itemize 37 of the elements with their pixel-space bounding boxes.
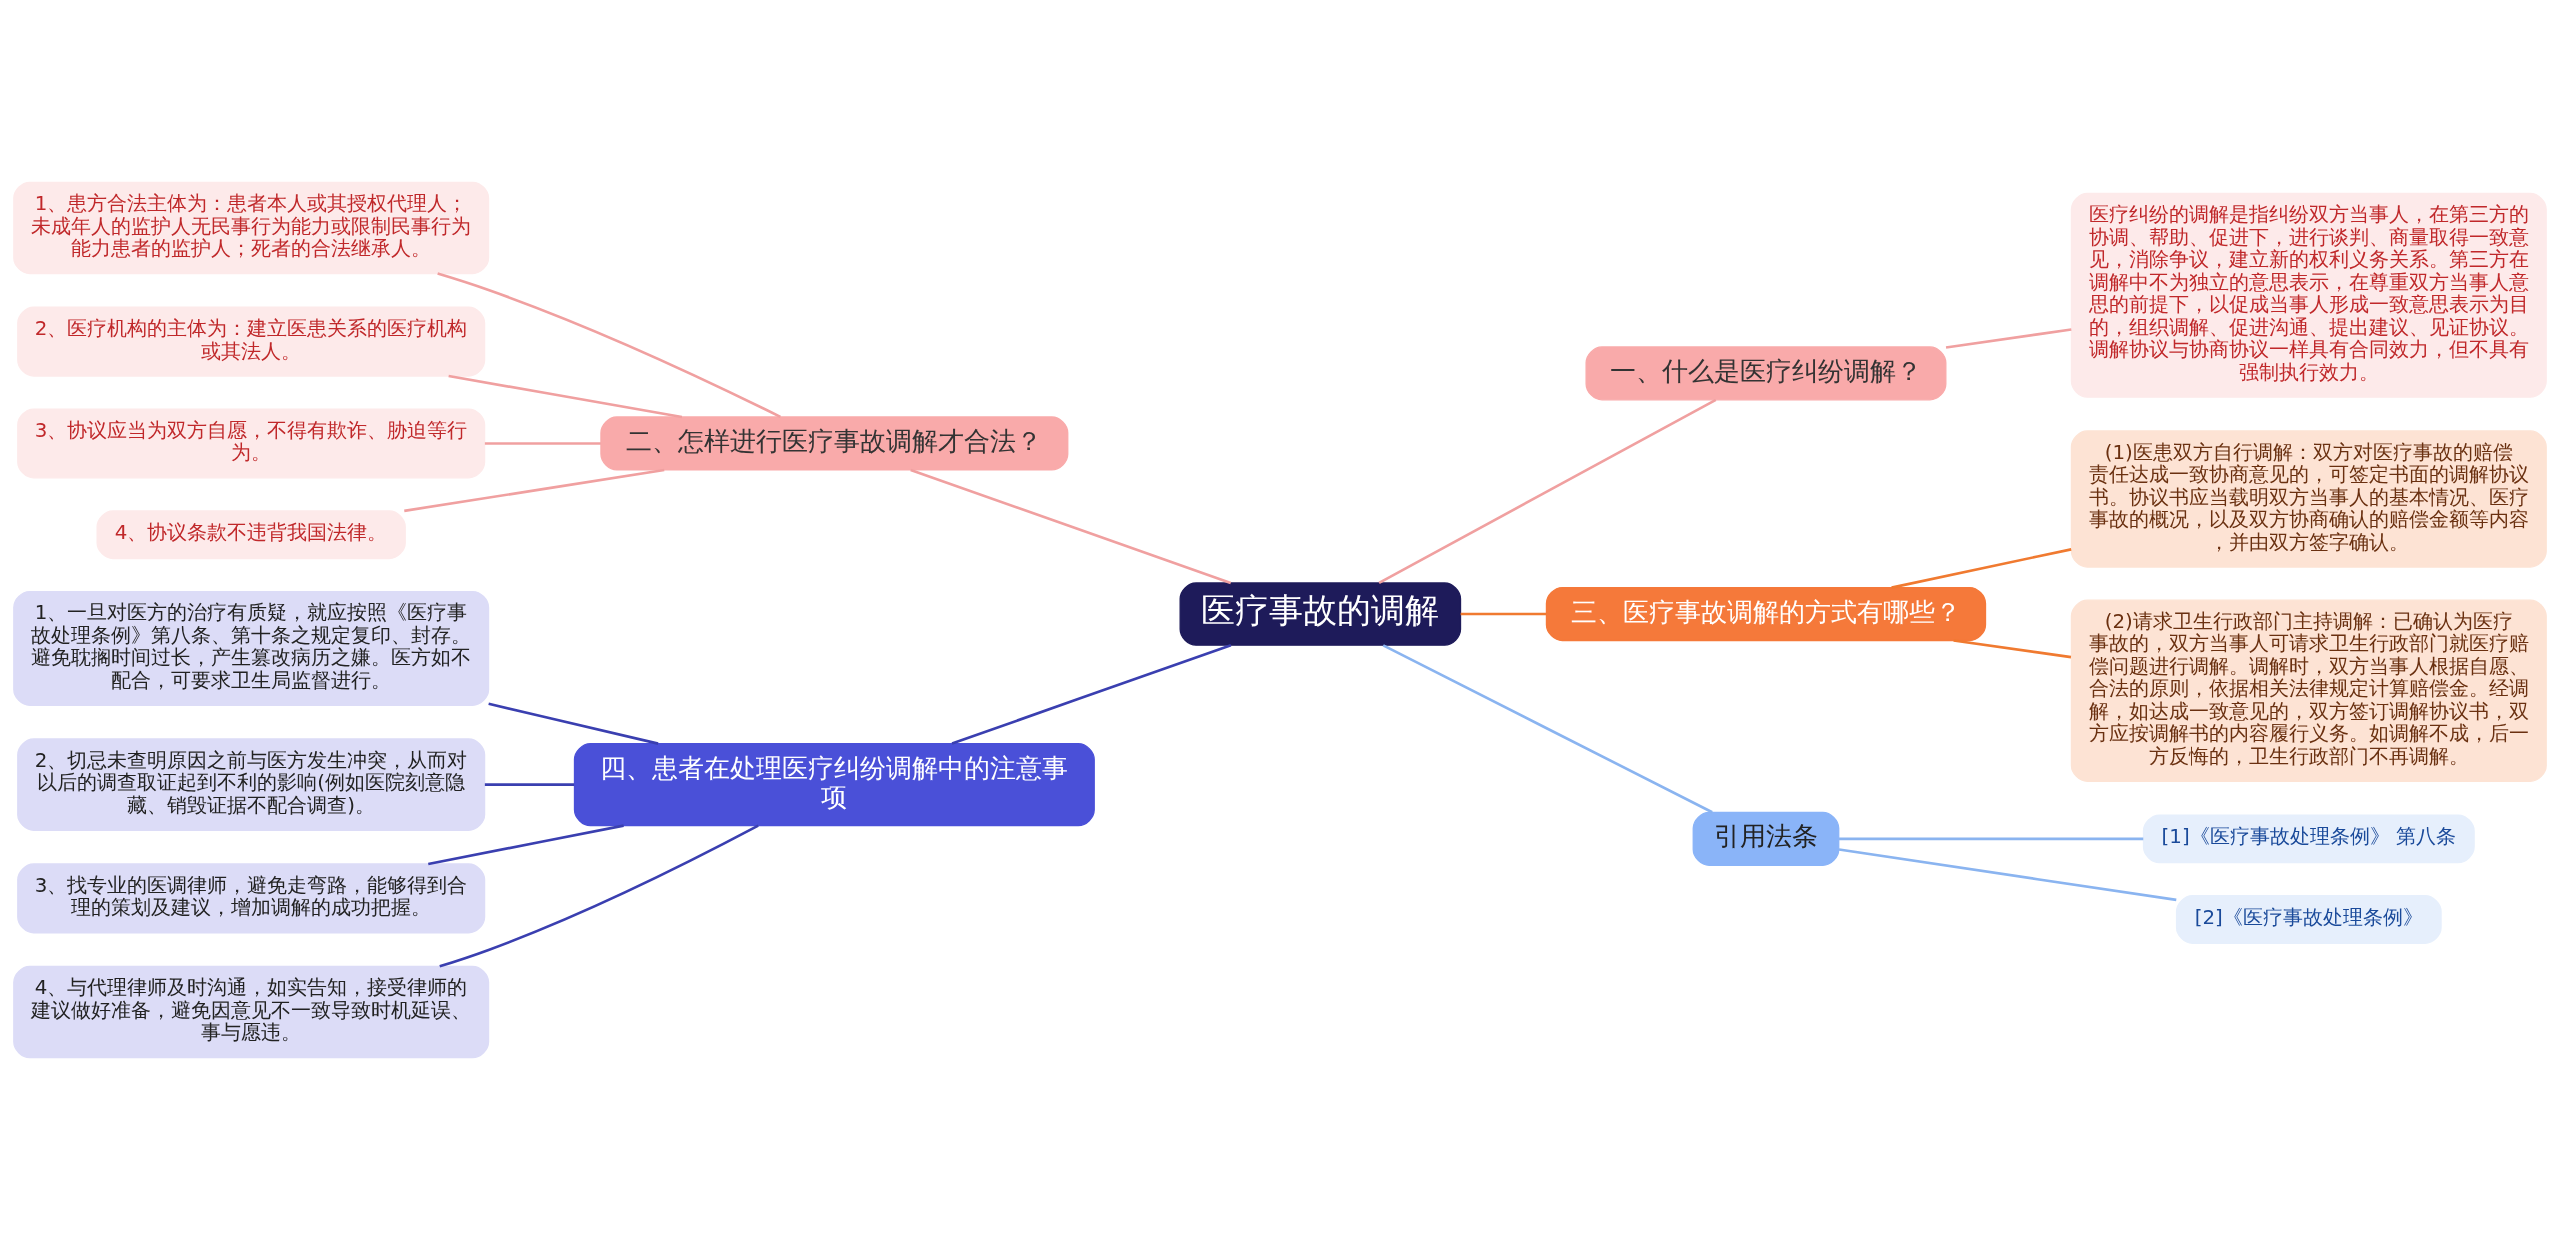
connector	[439, 824, 759, 968]
connector	[951, 643, 1232, 745]
connector	[1945, 327, 2072, 349]
connector	[484, 782, 575, 786]
node-box: [1]《医疗事故处理条例》 第八条	[2142, 813, 2475, 863]
node-box: 2、医疗机构的主体为：建立医患关系的医疗机构或其法人。	[17, 306, 486, 377]
connector	[488, 702, 659, 745]
node-box: 1、一旦对医方的治疗有质疑，就应按照《医疗事故处理条例》第八条、第十条之规定复印、封存。避免耽搁时间过长，产生篡改病历之嫌。医方如不配合，可要求卫生局监督进行。	[13, 590, 490, 706]
connector	[1891, 547, 2072, 589]
connector	[1382, 643, 1713, 813]
node-box: 一、什么是医疗纠纷调解？	[1585, 345, 1947, 400]
connector	[448, 374, 683, 418]
node-box: 4、协议条款不违背我国法律。	[96, 509, 406, 559]
connector	[1378, 398, 1717, 584]
node-box: 2、切忌未查明原因之前与医方发生冲突，从而对以后的调查取证起到不利的影响(例如医院刻意隐藏、销毁证据不配合调查)。	[17, 737, 486, 831]
node-box: 四、患者在处理医疗纠纷调解中的注意事项	[573, 742, 1095, 826]
connector	[1953, 638, 2072, 658]
connector	[428, 823, 624, 865]
connector	[437, 271, 781, 418]
node-box: 引用法条	[1692, 811, 1840, 866]
node-box: 二、怎样进行医疗事故调解才合法？	[600, 415, 1069, 471]
node-box: 医疗纠纷的调解是指纠纷双方当事人，在第三方的协调、帮助、促进下，进行谈判、商量取得一致意见，消除争议，建立新的权利义务关系。第三方在调解中不为独立的意思表示，在尊重双方当事人意思的前提下，以促成当事人形成一致意思表示为目的，组织调解、促进沟通、提出建议、见证协议。调解协议与协商协议一样具有合同效力，但不具有强制执行效力。	[2070, 192, 2547, 398]
node-box: [2]《医疗事故处理条例》	[2175, 894, 2442, 944]
node-box: 3、找专业的医调律师，避免走弯路，能够得到合理的策划及建议，增加调解的成功把握。	[17, 862, 486, 933]
node-box: 三、医疗事故调解的方式有哪些？	[1545, 586, 1987, 641]
node-box: 医疗事故的调解	[1179, 581, 1462, 646]
connector	[1839, 837, 2144, 840]
connector	[1460, 612, 1547, 615]
connector	[484, 441, 601, 445]
connector	[910, 468, 1232, 584]
connector	[1838, 847, 2177, 901]
node-box: 4、与代理律师及时沟通，如实告知，接受律师的建议做好准备，避免因意见不一致导致时机延误、事与愿违。	[13, 965, 490, 1058]
node-box: (1)医患双方自行调解：双方对医疗事故的赔偿责任达成一致协商意见的，可签定书面的调解协议书。协议书应当载明双方当事人的基本情况、医疗事故的概况，以及双方协商确认的赔偿金额等内容，并由双方签字确认。	[2070, 429, 2547, 568]
node-box: 3、协议应当为双方自愿，不得有欺诈、胁迫等行为。	[17, 407, 486, 478]
node-box: 1、患方合法主体为：患者本人或其授权代理人；未成年人的监护人无民事行为能力或限制民事行为能力患者的监护人；死者的合法继承人。	[13, 181, 490, 274]
node-box: (2)请求卫生行政部门主持调解：已确认为医疗事故的，双方当事人可请求卫生行政部门就医疗赔偿问题进行调解。调解时，双方当事人根据自愿、合法的原则，依据相关法律规定计算赔偿金。经调解，如达成一致意见的，双方签订调解协议书，双方应按调解书的内容履行义务。如调解不成，后一方反悔的，卫生行政部门不再调解。	[2070, 599, 2547, 782]
connector	[404, 468, 665, 512]
